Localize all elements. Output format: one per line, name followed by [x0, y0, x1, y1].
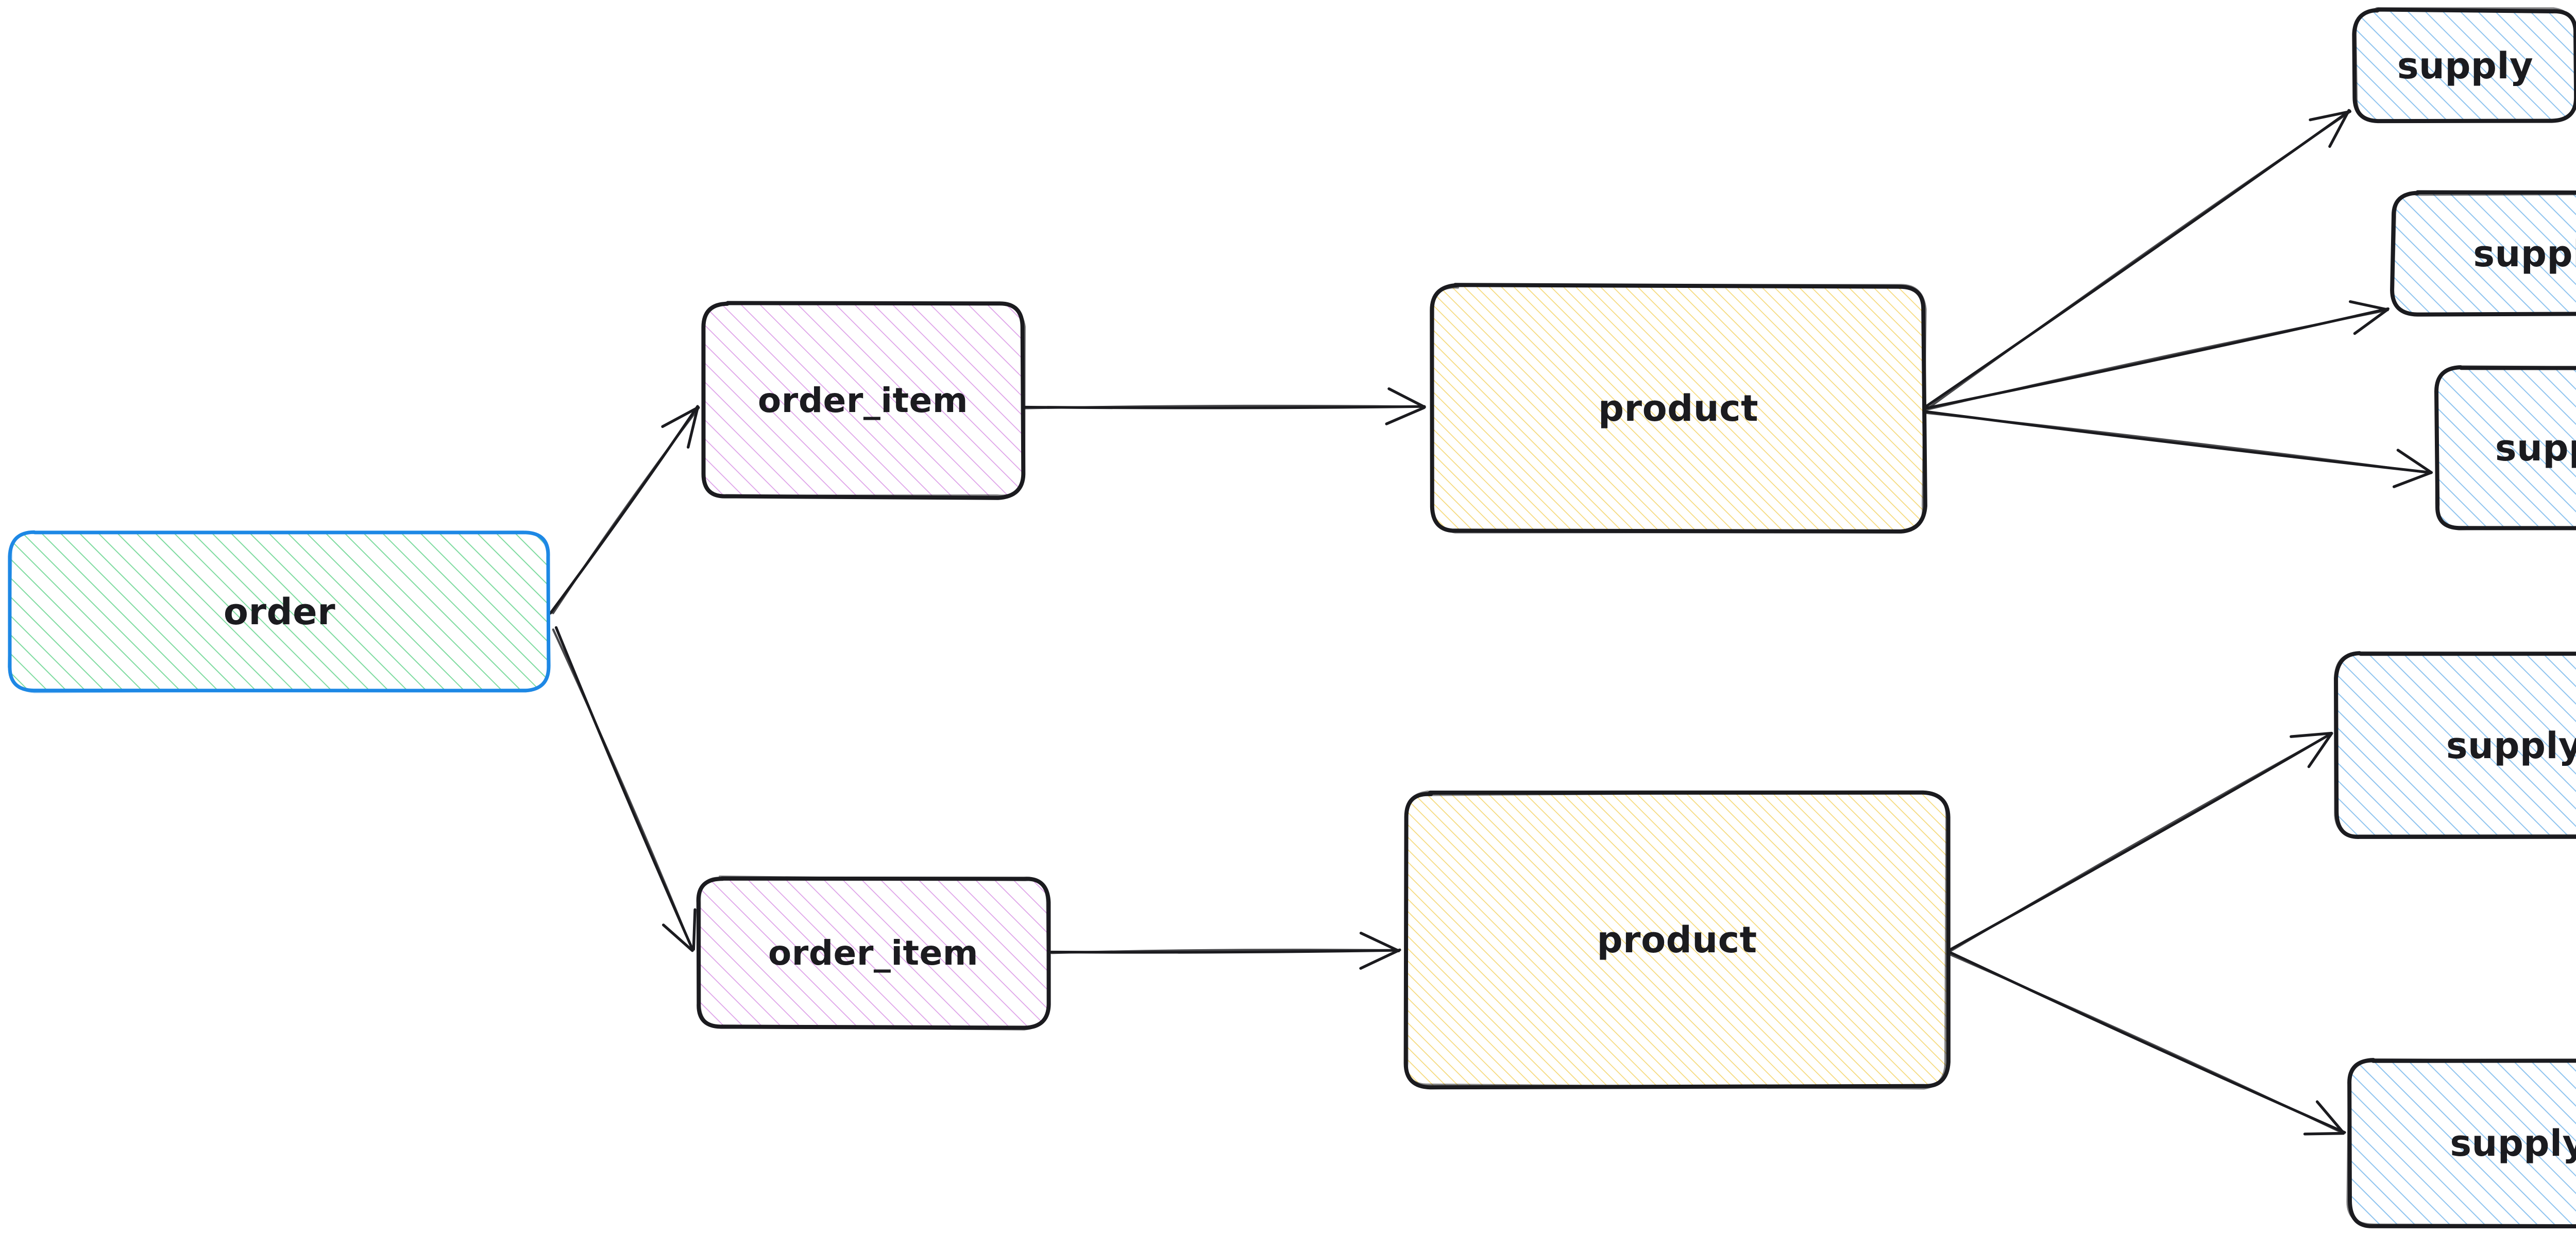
edge-order_item_2-to-product_2	[1050, 932, 1401, 970]
node-supply_1[interactable]	[2352, 7, 2576, 124]
node-supply_2[interactable]	[2390, 190, 2576, 317]
edge-product_1-to-supply_3	[1925, 410, 2433, 488]
edge-order-to-order_item_1	[549, 405, 700, 615]
node-supply_4[interactable]	[2334, 651, 2576, 839]
node-product_1[interactable]	[1430, 283, 1927, 534]
node-order_item_1[interactable]	[701, 301, 1026, 500]
edge-product_2-to-supply_5	[1948, 951, 2346, 1136]
edge-product_2-to-supply_4	[1947, 731, 2333, 952]
edge-product_1-to-supply_2	[1925, 300, 2389, 411]
node-supply_3[interactable]	[2434, 365, 2576, 530]
edge-product_1-to-supply_1	[1925, 109, 2352, 409]
edge-order_item_1-to-product_1	[1024, 387, 1426, 425]
node-supply_5[interactable]	[2346, 1058, 2576, 1229]
node-order_item_2[interactable]	[696, 875, 1051, 1031]
node-order[interactable]	[7, 530, 551, 693]
node-product_2[interactable]	[1403, 790, 1951, 1090]
edge-order-to-order_item_2	[552, 626, 697, 952]
